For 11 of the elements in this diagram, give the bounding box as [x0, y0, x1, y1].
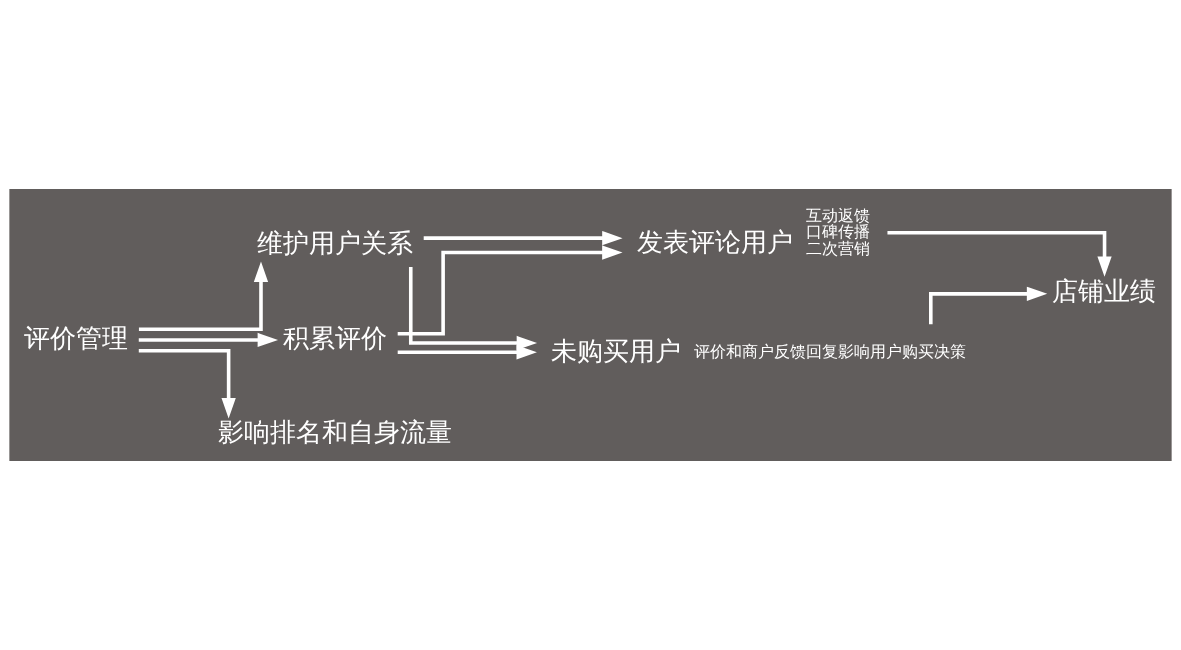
node-text: 评价管理: [23, 322, 128, 353]
node-text: 店铺业绩: [1051, 275, 1156, 306]
node-label: 口碑传播: [806, 223, 871, 242]
node-text: 影响排名和自身流量: [217, 417, 452, 448]
node-label: 互动返馈: [806, 206, 871, 225]
node-label: 二次营销: [806, 240, 871, 259]
node-text: 未购买用户: [550, 335, 681, 366]
node-label: 评价和商户反馈回复影响用户购买决策: [693, 343, 966, 362]
node-text: 维护用户关系: [256, 228, 413, 259]
node-text: 积累评价: [282, 322, 387, 353]
node-text: 发表评论用户: [637, 226, 794, 257]
